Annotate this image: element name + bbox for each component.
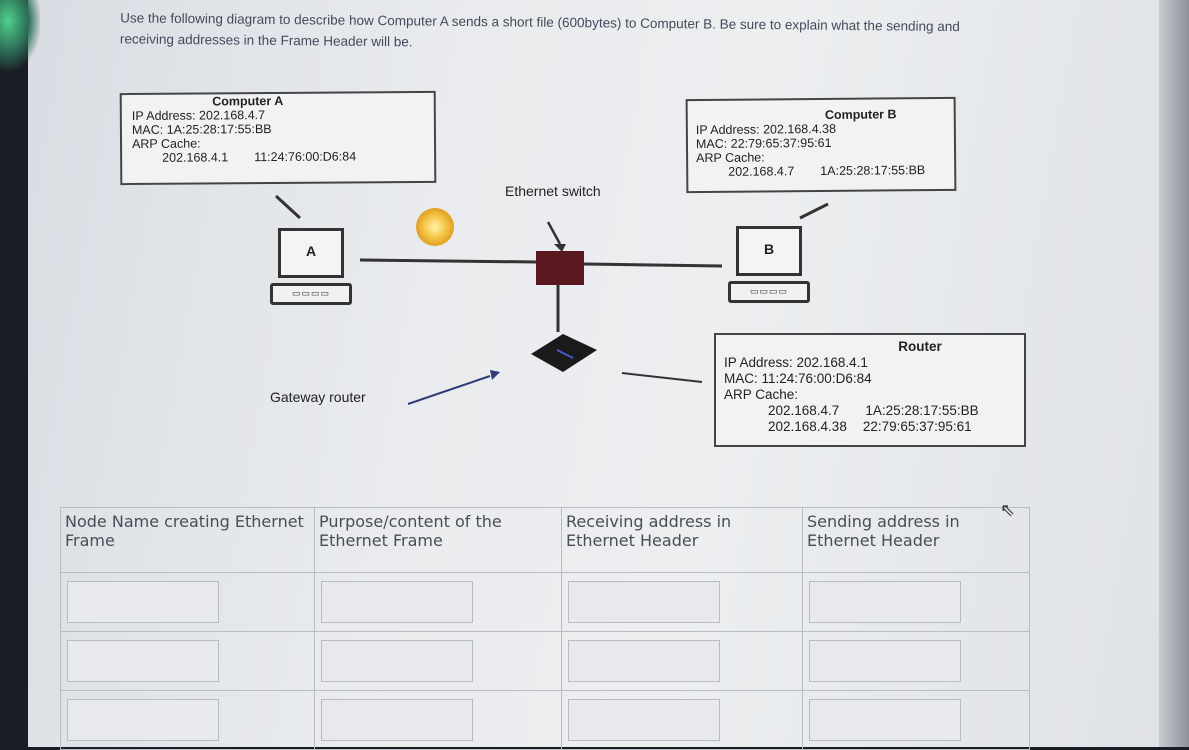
table-row [60,631,1030,691]
answer-input[interactable] [321,581,473,623]
mouse-cursor-icon: ⇖ [1000,500,1016,520]
computer-a-arp-ip: 202.168.4.1 [162,150,229,165]
computer-b-arp-mac: 1A:25:28:17:55:BB [820,163,926,179]
router-info-box: Router IP Address: 202.168.4.1 MAC: 11:2… [714,333,1026,447]
computer-b-arp-ip: 202.168.4.7 [728,164,795,179]
answer-table: Node Name creating Ethernet Frame Purpos… [60,507,1030,750]
router-arp1-mac: 1A:25:28:17:55:BB [865,403,979,418]
col-header-receiving: Receiving address in Ethernet Header [561,507,803,573]
table-cell [561,690,803,750]
answer-input[interactable] [321,640,473,682]
col-header-purpose: Purpose/content of the Ethernet Frame [314,507,562,573]
computer-a-screen: A [278,228,344,278]
table-cell [802,631,1030,691]
computer-b-screen: B [736,226,802,276]
light-glare [0,0,40,70]
answer-input[interactable] [67,581,219,623]
computer-a-arp-mac: 11:24:76:00:D6:84 [254,149,357,165]
computer-b-laptop-label: B [763,241,775,257]
table-cell [60,631,315,691]
answer-input[interactable] [321,699,473,741]
router-arp-label: ARP Cache: [724,387,799,402]
answer-input[interactable] [809,699,961,741]
col-header-sending: Sending address in Ethernet Header [802,507,1030,573]
table-row [60,690,1030,750]
table-cell [802,572,1030,632]
gateway-label: Gateway router [270,389,366,405]
answer-input[interactable] [809,581,961,623]
router-mac: MAC: 11:24:76:00:D6:84 [724,371,872,386]
table-header-row: Node Name creating Ethernet Frame Purpos… [60,507,1030,573]
computer-b-info-box: Computer B IP Address: 202.168.4.38 MAC:… [685,96,957,194]
keyboard-icon: ▭▭▭▭ [270,283,352,305]
table-cell [60,572,315,632]
answer-input[interactable] [67,699,219,741]
answer-input[interactable] [67,640,219,682]
light-reflection [416,208,454,246]
answer-input[interactable] [568,699,720,741]
table-cell [802,690,1030,750]
table-row [60,572,1030,632]
router-ip: IP Address: 202.168.4.1 [724,355,868,370]
table-cell [561,572,803,632]
table-cell [60,690,315,750]
router-arp1-ip: 202.168.4.7 [768,403,840,418]
answer-input[interactable] [568,581,720,623]
switch-label: Ethernet switch [505,183,601,199]
router-title: Router [898,339,942,354]
computer-a-laptop-label: A [305,243,317,259]
router-icon [531,334,597,372]
table-cell [314,572,562,632]
computer-a-info-box: Computer A IP Address: 202.168.4.7 MAC: … [119,90,437,186]
computer-b-laptop: B ▭▭▭▭ [728,226,810,308]
router-arp2-ip: 202.168.4.38 [768,419,847,434]
answer-input[interactable] [809,640,961,682]
router-arp2-mac: 22:79:65:37:95:61 [862,419,972,434]
answer-input[interactable] [568,640,720,682]
table-cell [561,631,803,691]
table-cell [314,690,562,750]
computer-a-laptop: A ▭▭▭▭ [270,228,352,310]
col-header-node: Node Name creating Ethernet Frame [60,507,315,573]
keyboard-icon: ▭▭▭▭ [728,281,810,303]
ethernet-switch-icon [536,251,584,285]
screen-bezel [1159,0,1189,747]
table-cell [314,631,562,691]
